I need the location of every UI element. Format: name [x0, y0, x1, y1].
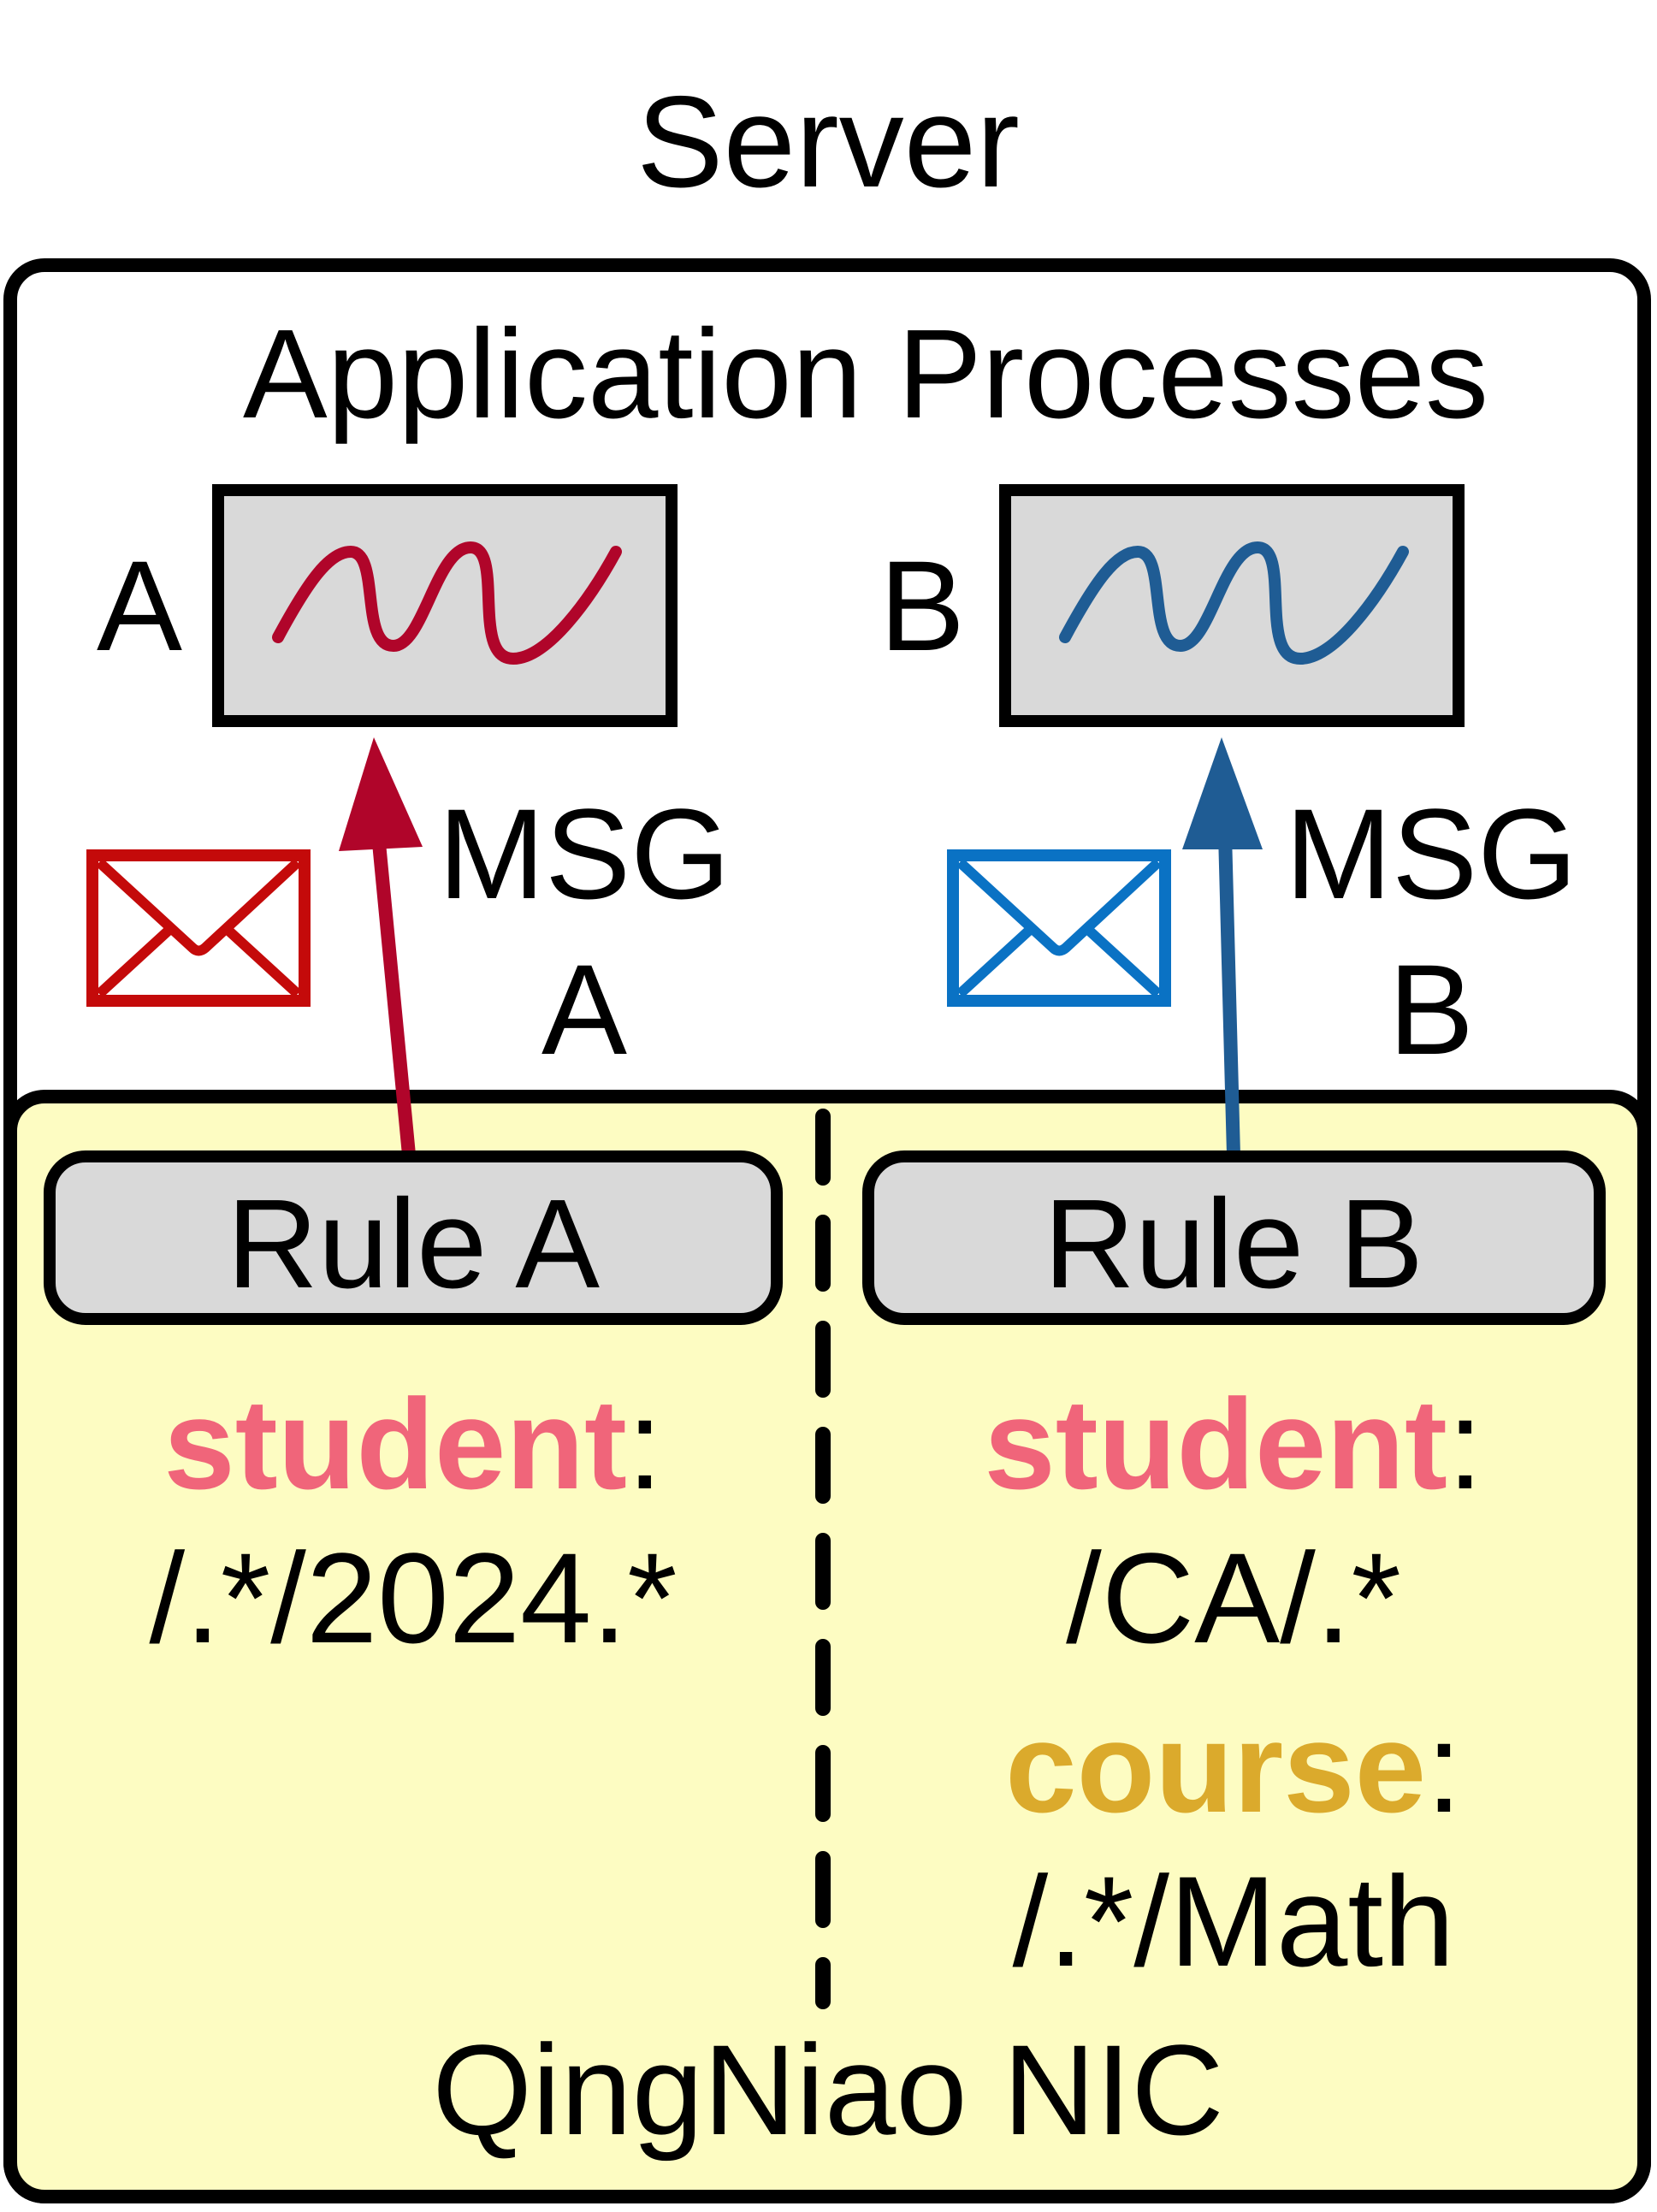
msg-a-line2: A — [541, 937, 627, 1081]
envelope-a-icon — [86, 849, 311, 1007]
rule-a-label: Rule A — [227, 1174, 600, 1315]
rule-a-field-key: student — [163, 1372, 627, 1516]
process-a-label: A — [97, 534, 182, 677]
rule-b-field2-colon: : — [1426, 1695, 1462, 1839]
rule-b-box — [862, 1150, 1606, 1325]
envelope-b-icon — [947, 849, 1171, 1007]
msg-a-line1: MSG — [438, 782, 731, 926]
rule-b-field1-key: student — [984, 1372, 1447, 1516]
process-b-label: B — [879, 534, 965, 677]
rule-b-field1-value: /CA/.* — [1066, 1526, 1401, 1670]
rule-b-field1: student: — [984, 1372, 1482, 1516]
rule-a-field-colon: : — [627, 1372, 663, 1516]
process-a-box — [212, 484, 678, 727]
arrow-a — [339, 737, 423, 1162]
rule-b-field2: course: — [1005, 1695, 1462, 1839]
rule-a-field-value: /.*/2024.* — [149, 1526, 677, 1670]
process-b-wave-icon — [1059, 541, 1409, 665]
process-a-wave-icon — [272, 541, 622, 665]
server-title: Server — [636, 69, 1020, 215]
rule-b-label: Rule B — [1044, 1174, 1423, 1315]
msg-b-line2: B — [1388, 937, 1474, 1081]
app-processes-label: Application Processes — [243, 304, 1488, 445]
rule-a-box — [44, 1150, 783, 1325]
process-b-box — [999, 484, 1465, 727]
arrow-b — [1182, 737, 1263, 1162]
rule-a-field: student: — [163, 1372, 662, 1516]
rule-b-field2-key: course — [1005, 1695, 1426, 1839]
rule-b-field1-colon: : — [1447, 1372, 1483, 1516]
rule-b-field2-value: /.*/Math — [1013, 1849, 1455, 1993]
msg-b-line1: MSG — [1285, 782, 1577, 926]
nic-label: QingNiao NIC — [432, 2018, 1223, 2162]
